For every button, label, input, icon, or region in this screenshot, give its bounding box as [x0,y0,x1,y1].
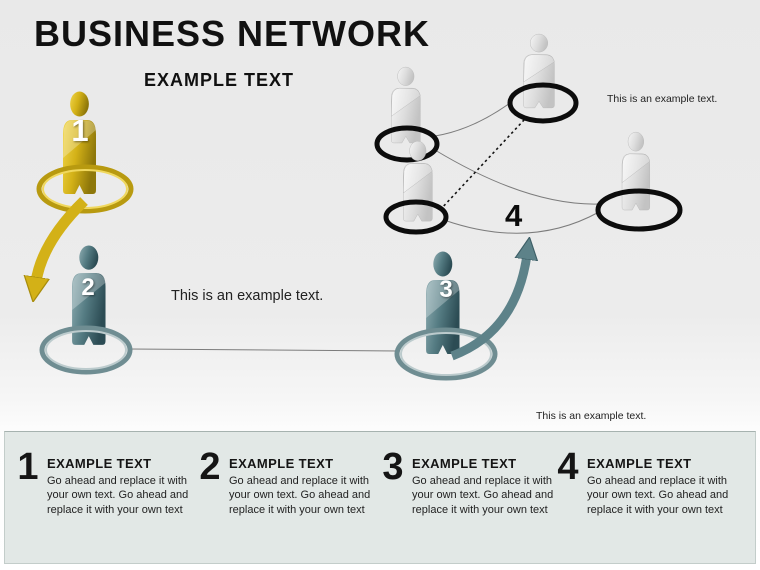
person1-group [36,91,134,214]
panel-note: This is an example text. [536,410,647,422]
line-left-to-top [434,102,511,137]
teal-curved-arrow-icon [450,255,527,361]
steps-panel: 1 EXAMPLE TEXT Go ahead and replace it w… [4,431,756,564]
step-heading: EXAMPLE TEXT [47,456,152,471]
ring-right [595,188,683,232]
person2-group [39,245,133,375]
network-connector-lines [128,102,600,352]
page-title: BUSINESS NETWORK [34,13,431,54]
step-body: Go ahead and replace it with your own te… [587,475,729,516]
person2-number: 2 [81,274,95,301]
person2-ring-inner [45,330,127,370]
step-number: 2 [199,446,221,488]
gray-person-right-icon [621,131,651,211]
step-item-2: 2 EXAMPLE TEXT Go ahead and replace it w… [199,446,377,517]
step-body: Go ahead and replace it with your own te… [47,475,189,516]
step-item-3: 3 EXAMPLE TEXT Go ahead and replace it w… [382,446,560,517]
step-heading: EXAMPLE TEXT [587,456,692,471]
person1-ring [36,164,134,214]
step-number: 4 [557,446,579,488]
person3-group [394,251,498,381]
person3-ring [394,327,498,381]
ring-bottom [383,199,449,235]
person3-number: 3 [439,276,453,303]
step-item-4: 4 EXAMPLE TEXT Go ahead and replace it w… [557,446,735,517]
line-person2-to-person3 [128,348,401,352]
step-body: Go ahead and replace it with your own te… [229,475,371,516]
step-heading: EXAMPLE TEXT [229,456,334,471]
network-note: This is an example text. [607,93,718,105]
step-heading: EXAMPLE TEXT [412,456,517,471]
line-bottom-to-right [443,211,600,234]
person3-ring-inner [400,332,492,376]
gray-network-figures [374,33,683,235]
step-number: 3 [382,446,404,488]
gold-curved-arrow-icon [36,197,88,282]
ring-top [507,82,579,124]
dotted-line [439,119,525,211]
step-body: Go ahead and replace it with your own te… [412,475,554,516]
step-number: 1 [17,446,39,488]
person1-ring-inner [42,169,128,209]
gray-person-top-icon [523,33,555,109]
step-item-1: 1 EXAMPLE TEXT Go ahead and replace it w… [17,446,195,517]
connection-note: This is an example text. [171,288,324,304]
step4-label: 4 [505,198,523,233]
line-left-to-right [434,149,600,205]
ring-left [374,125,440,163]
person1-number: 1 [71,113,89,148]
person2-ring [39,325,133,375]
slide-subtitle: EXAMPLE TEXT [144,70,295,90]
